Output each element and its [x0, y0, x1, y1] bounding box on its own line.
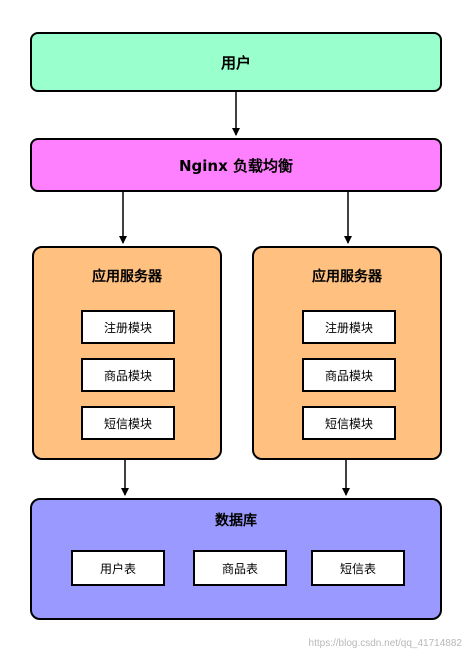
- app-server-right-title: 应用服务器: [312, 269, 382, 285]
- nginx-load-balancer-box: Nginx 负载均衡: [30, 138, 442, 192]
- database-box: 数据库 用户表 商品表 短信表: [30, 498, 442, 620]
- nginx-label: Nginx 负载均衡: [178, 156, 293, 175]
- module-product-right: 商品模块: [302, 358, 396, 392]
- table-users: 用户表: [71, 550, 165, 586]
- app-server-left-title: 应用服务器: [92, 269, 162, 285]
- module-sms-left: 短信模块: [81, 406, 175, 440]
- module-register-right: 注册模块: [302, 310, 396, 344]
- user-box: 用户: [30, 32, 442, 92]
- app-server-right: 应用服务器 注册模块 商品模块 短信模块: [252, 246, 442, 460]
- table-products: 商品表: [193, 550, 287, 586]
- watermark: https://blog.csdn.net/qq_41714882: [308, 638, 462, 649]
- module-product-left: 商品模块: [81, 358, 175, 392]
- module-register-left: 注册模块: [81, 310, 175, 344]
- table-sms: 短信表: [311, 550, 405, 586]
- app-server-left: 应用服务器 注册模块 商品模块 短信模块: [32, 246, 222, 460]
- user-label: 用户: [220, 53, 251, 72]
- database-title: 数据库: [215, 513, 257, 529]
- module-sms-right: 短信模块: [302, 406, 396, 440]
